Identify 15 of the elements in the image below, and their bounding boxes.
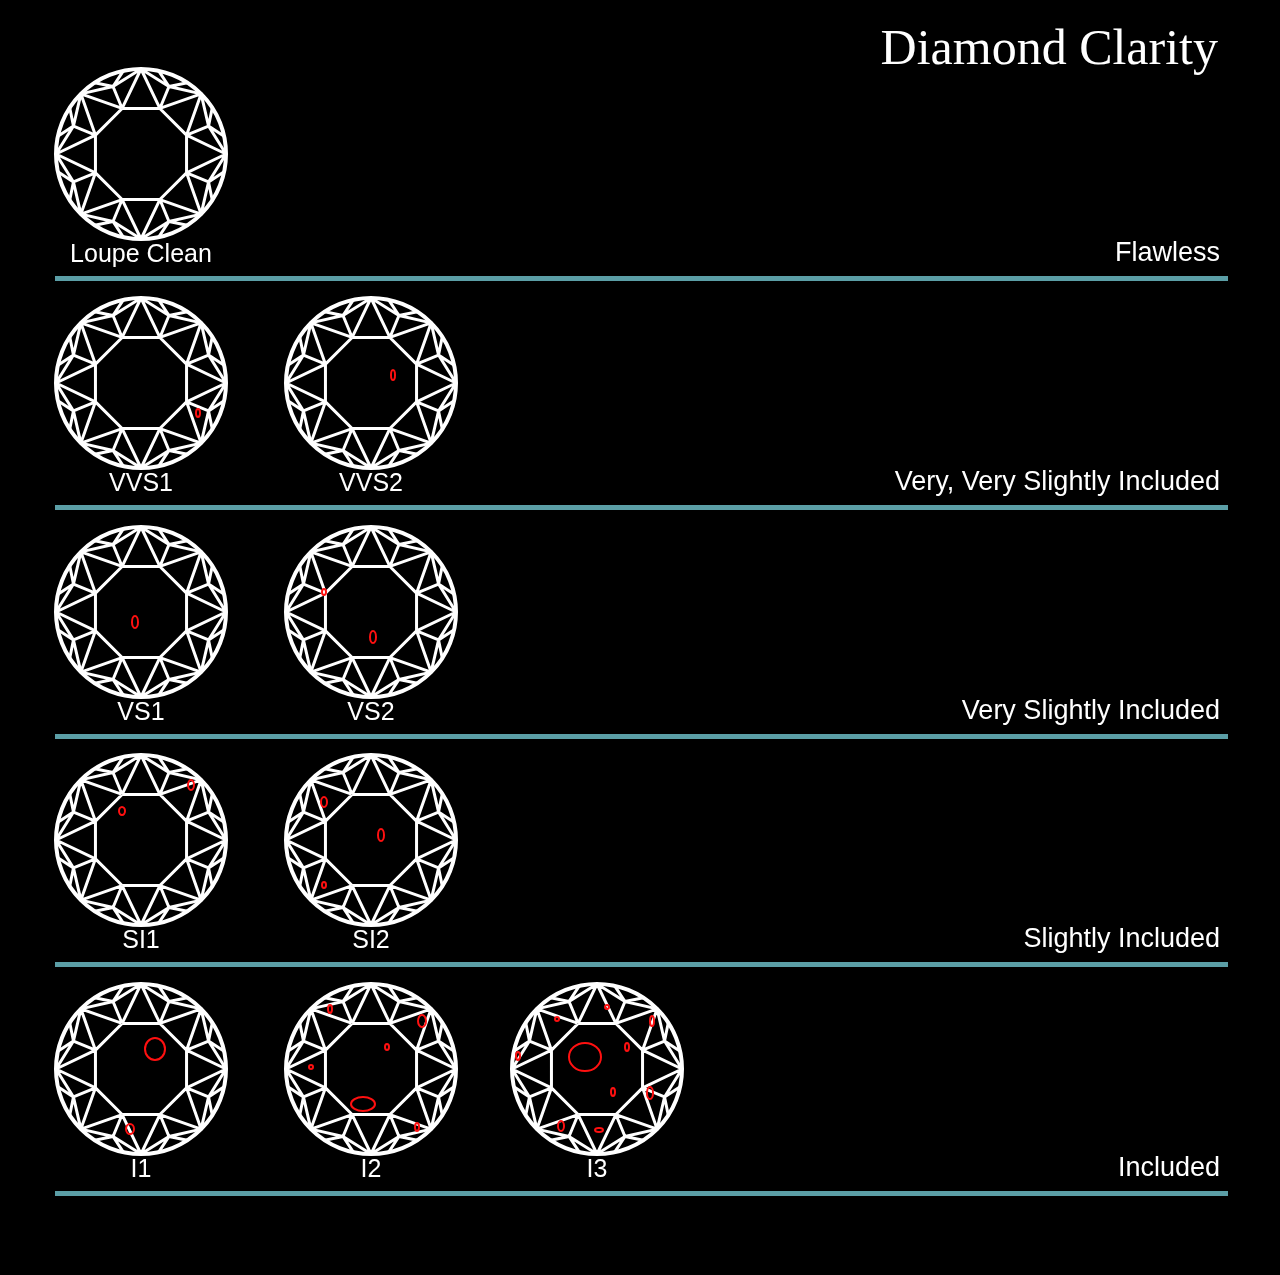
grade-label: Loupe Clean <box>70 241 212 266</box>
grade-label: VS2 <box>347 698 395 724</box>
clarity-category: Very Slightly Included <box>961 696 1220 724</box>
grade-label: VS1 <box>117 698 165 724</box>
grade-label: SI1 <box>122 927 160 953</box>
grade-label: I2 <box>360 1156 382 1182</box>
grade-label: VVS1 <box>109 469 173 495</box>
grade-label: SI2 <box>352 927 390 953</box>
clarity-category: Very, Very Slightly Included <box>894 467 1220 495</box>
grade-label: I1 <box>130 1156 152 1182</box>
clarity-category: Slightly Included <box>1023 925 1220 953</box>
grade-label: I3 <box>586 1156 608 1182</box>
clarity-category: Flawless <box>1114 239 1220 266</box>
clarity-category: Included <box>1117 1154 1220 1182</box>
grade-label: VVS2 <box>339 469 403 495</box>
